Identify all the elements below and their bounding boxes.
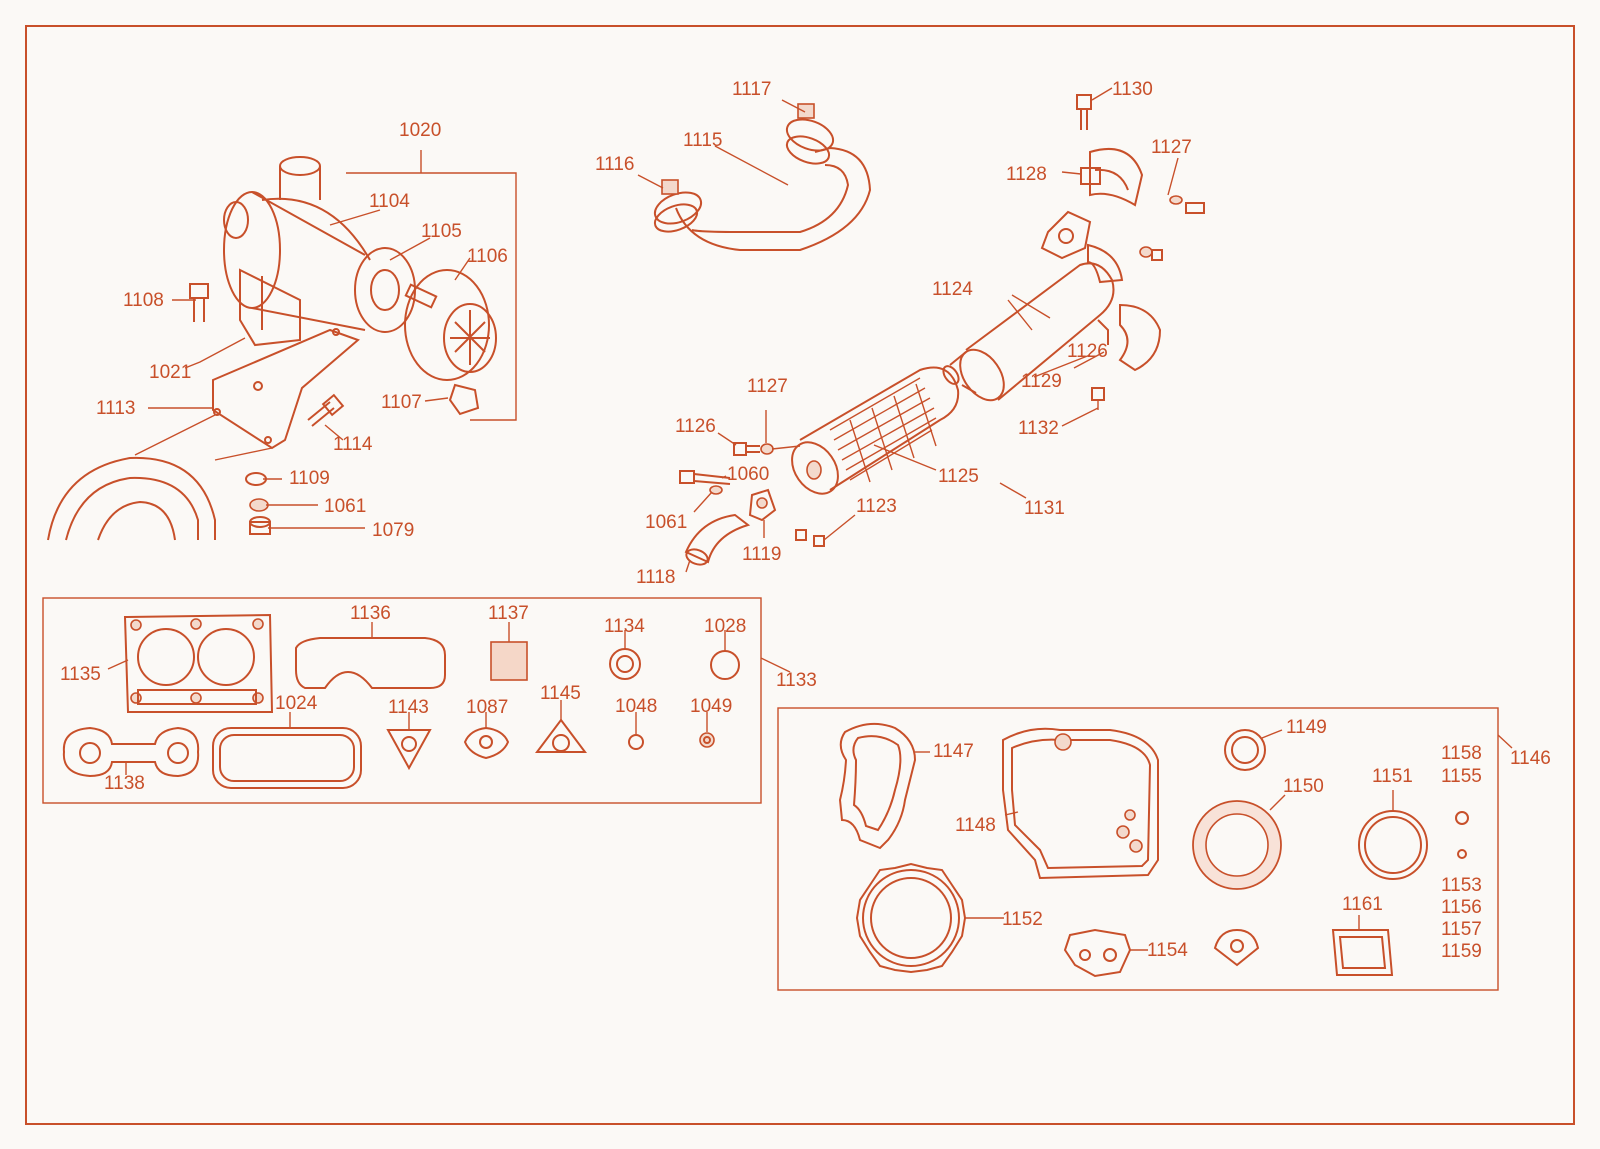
- outer-frame: [25, 25, 1575, 1125]
- callout-1028: 1028: [704, 616, 746, 637]
- callout-1126-b: 1126: [675, 416, 716, 437]
- callout-1135: 1135: [60, 664, 101, 685]
- callout-1107: 1107: [381, 392, 422, 413]
- callout-1147: 1147: [933, 741, 974, 762]
- callout-1146: 1146: [1510, 748, 1551, 769]
- callout-1020: 1020: [399, 120, 441, 141]
- intake-hose-assembly: [637, 99, 872, 251]
- callout-1158: 1158: [1441, 743, 1482, 764]
- callout-1148: 1148: [955, 815, 996, 836]
- callout-1132: 1132: [1018, 418, 1059, 439]
- callout-1105: 1105: [421, 221, 462, 242]
- gasket-kit-1146: [777, 707, 1513, 991]
- callout-1115: 1115: [683, 130, 722, 151]
- callout-1113: 1113: [96, 398, 135, 419]
- callout-labels: 1020 1104 1105 1106 1108 1021 1113 1107 …: [60, 79, 1551, 962]
- callout-1118: 1118: [636, 567, 675, 588]
- callout-1145: 1145: [540, 683, 581, 704]
- callout-1061-a: 1061: [324, 496, 366, 517]
- callout-1136: 1136: [350, 603, 391, 624]
- callout-1106: 1106: [467, 246, 508, 267]
- callout-1123: 1123: [856, 496, 897, 517]
- callout-1127-b: 1127: [747, 376, 788, 397]
- callout-1150: 1150: [1283, 776, 1324, 797]
- callout-1104: 1104: [369, 191, 410, 212]
- callout-1109: 1109: [289, 468, 330, 489]
- callout-1143: 1143: [388, 697, 429, 718]
- callout-1061-b: 1061: [645, 512, 687, 533]
- callout-1108: 1108: [123, 290, 164, 311]
- exhaust-assembly: [679, 87, 1205, 573]
- callout-1021: 1021: [149, 362, 191, 383]
- callout-1087: 1087: [466, 697, 508, 718]
- callout-1126-a: 1126: [1067, 341, 1108, 362]
- kit-1133-frame: [42, 597, 762, 804]
- callout-1161: 1161: [1342, 894, 1383, 915]
- callout-1060: 1060: [727, 464, 769, 485]
- callout-1137: 1137: [488, 603, 529, 624]
- screen-pattern: [829, 377, 937, 483]
- callout-1129: 1129: [1021, 371, 1062, 392]
- callout-1153: 1153: [1441, 875, 1482, 896]
- callout-1156: 1156: [1441, 897, 1482, 918]
- callout-1024: 1024: [275, 693, 318, 714]
- callout-1114: 1114: [333, 434, 373, 455]
- callout-1152: 1152: [1002, 909, 1043, 930]
- callout-1157: 1157: [1441, 919, 1482, 940]
- gasket-kit-1133: [42, 597, 791, 804]
- callout-1154: 1154: [1147, 940, 1188, 961]
- callout-1048: 1048: [615, 696, 657, 717]
- air-filter-assembly: [47, 150, 517, 541]
- callout-1134: 1134: [604, 616, 645, 637]
- callout-1079: 1079: [372, 520, 414, 541]
- callout-1138: 1138: [104, 773, 145, 794]
- callout-1127-a: 1127: [1151, 137, 1192, 158]
- callout-1049: 1049: [690, 696, 732, 717]
- callout-1119: 1119: [742, 544, 781, 565]
- kit-1146-frame: [777, 707, 1499, 991]
- callout-1116: 1116: [595, 154, 634, 175]
- callout-1128: 1128: [1006, 164, 1047, 185]
- callout-1124: 1124: [932, 279, 973, 300]
- callout-1149: 1149: [1286, 717, 1327, 738]
- callout-1130: 1130: [1112, 79, 1153, 100]
- callout-1117: 1117: [732, 79, 771, 100]
- callout-1151: 1151: [1372, 766, 1413, 787]
- callout-1159: 1159: [1441, 941, 1482, 962]
- callout-1155: 1155: [1441, 766, 1482, 787]
- callout-1133: 1133: [776, 670, 817, 691]
- callout-1131: 1131: [1024, 498, 1065, 519]
- callout-1125: 1125: [938, 466, 979, 487]
